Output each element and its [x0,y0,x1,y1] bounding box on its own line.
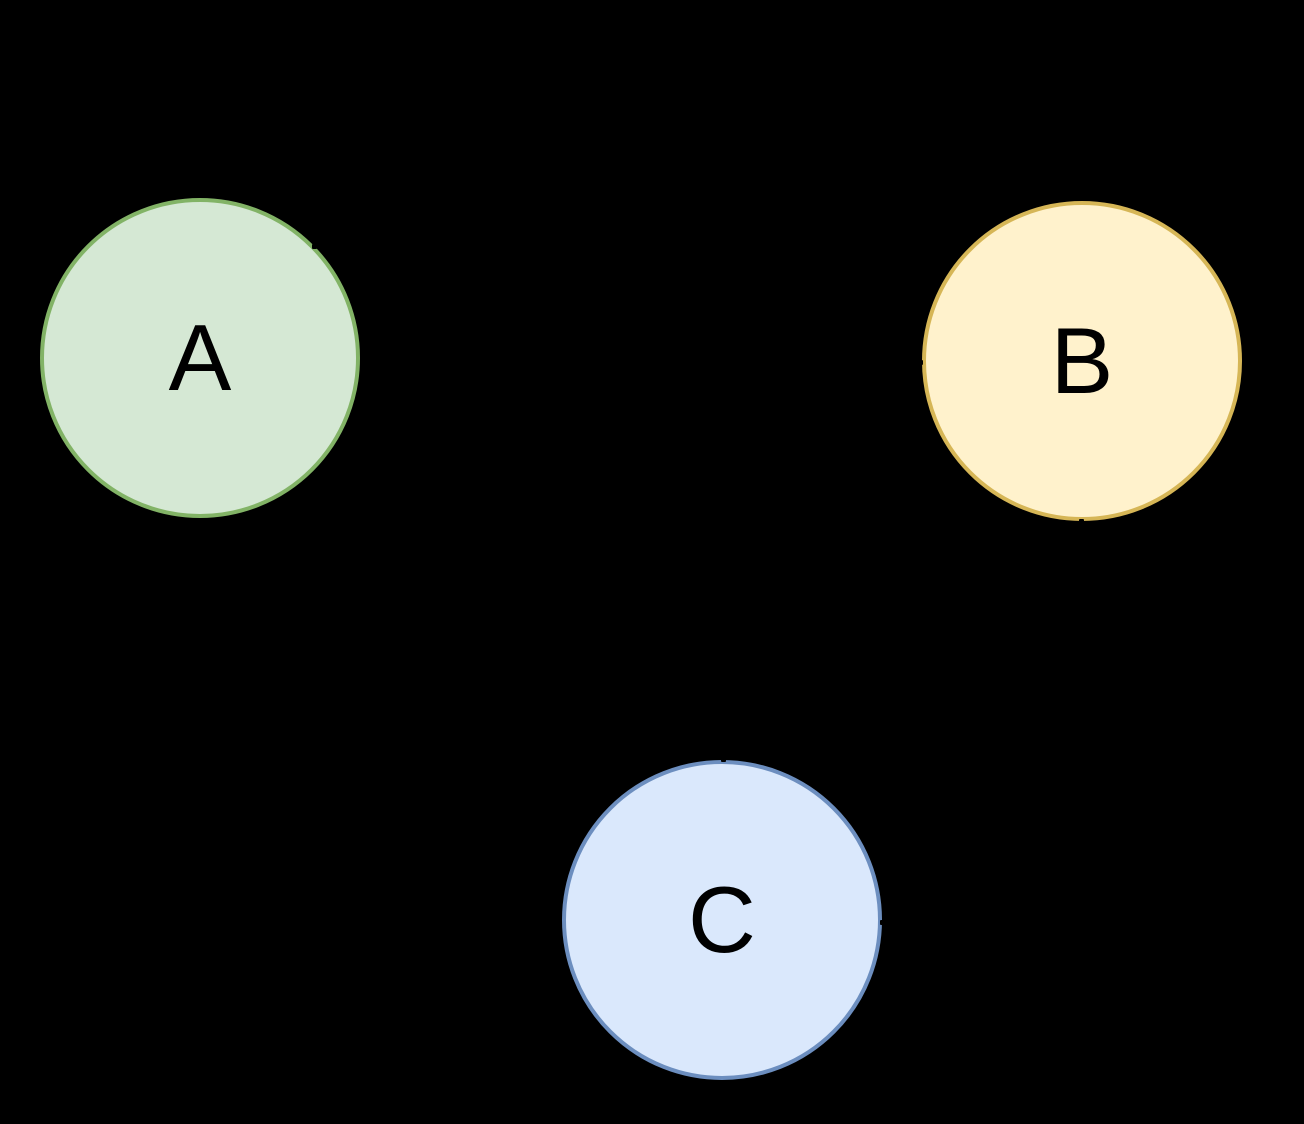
node-c-label: C [688,867,756,972]
node-b-label: B [1050,308,1114,413]
node-a-label: A [168,305,232,410]
arrowhead-tip [918,360,923,365]
arrowhead-tip [312,244,317,249]
arrowhead-tip [880,920,885,925]
node-c: C [562,760,882,1080]
arrowhead-tip [1079,519,1084,524]
node-a: A [40,198,360,518]
arrowhead-tip [721,757,726,762]
node-b: B [922,201,1242,521]
arrowhead-tip [360,358,365,363]
